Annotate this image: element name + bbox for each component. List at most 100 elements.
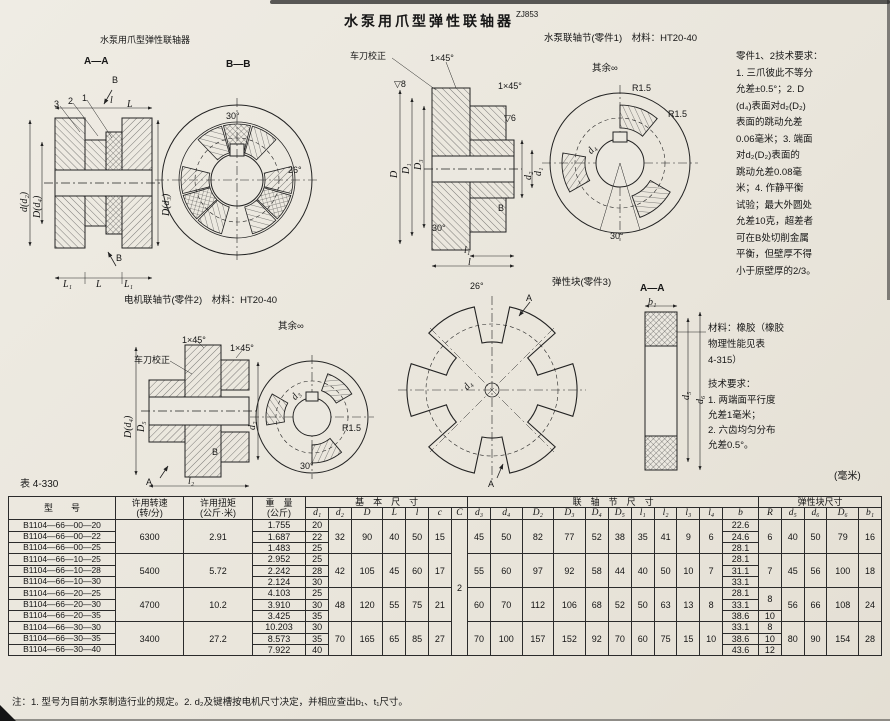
table-cell: 55: [382, 587, 407, 623]
table-cell: 6: [699, 519, 724, 555]
table-footnote: 注：1. 型号为目前水泵制造行业的规定。2. d₂及键槽按电机尺寸决定，并相应查…: [12, 697, 408, 708]
table-cell: 44: [607, 553, 632, 589]
column-header: 联 轴 节 尺 寸: [467, 495, 760, 509]
table-cell: 9: [676, 519, 701, 555]
radius-label-r15: R1.5: [342, 423, 362, 433]
column-header: d₆: [803, 507, 828, 521]
part1-section-drawing: [391, 57, 534, 268]
table-cell: 70: [328, 621, 352, 657]
column-header: l₂: [653, 507, 678, 521]
table-cell: 2.124: [251, 575, 307, 589]
table-cell: 10.203: [251, 621, 307, 634]
caption-part1: 水泵联轴节(零件1) 材料：HT20-40: [544, 33, 698, 44]
units-label: (毫米): [834, 471, 861, 482]
table-cell: B1104—66—00—22: [8, 530, 116, 543]
table-cell: 40: [382, 519, 407, 555]
table-cell: 8: [758, 587, 782, 612]
section-label-aa-block: A—A: [640, 283, 665, 294]
table-cell: 92: [584, 621, 609, 657]
table-cell: 28.1: [722, 553, 760, 566]
view-arrow-label-a-top: A: [526, 293, 533, 303]
table-cell: B1104—66—30—30: [8, 621, 116, 634]
table-cell: 52: [584, 519, 609, 555]
assembly-section-drawing: [28, 89, 162, 284]
dim-label-l2: l₂: [188, 476, 195, 487]
page-title: 水泵用爪型弹性联轴器: [344, 13, 514, 29]
table-cell: 7: [758, 553, 782, 589]
tech-requirements-line: 允差1毫米；: [708, 410, 761, 421]
table-cell: B1104—66—20—30: [8, 598, 116, 612]
chamfer-label: 1×45°: [230, 343, 254, 353]
table-cell: 25: [305, 587, 329, 600]
spec-table: 型 号许用转速 (转/分)许用扭矩 (公斤·米)重 量 (公斤)基 本 尺 寸联…: [8, 495, 882, 657]
tech-requirements-line: (d₄)表面对d₂(D₂): [736, 101, 806, 112]
scan-artifact: [887, 0, 890, 300]
material-note-line: 4-315）: [708, 355, 742, 366]
surface-finish-mark-6: ▽6: [504, 113, 516, 123]
table-cell: 108: [826, 587, 860, 623]
table-cell: 40: [305, 644, 329, 657]
surface-finish-mark-8: ▽8: [394, 79, 406, 89]
column-header: D₅: [607, 507, 632, 521]
table-cell: 45: [780, 553, 805, 589]
table-cell: 79: [826, 519, 860, 555]
table-cell: 21: [427, 587, 452, 623]
scan-artifact: [270, 0, 890, 4]
table-cell: 63: [653, 587, 678, 623]
spec-table-wrap: 型 号许用转速 (转/分)许用扭矩 (公斤·米)重 量 (公斤)基 本 尺 寸联…: [8, 495, 882, 657]
table-cell: 50: [630, 587, 655, 623]
tech-requirements-line: 表面的跳动允差: [736, 117, 803, 128]
column-header: 重 量 (公斤): [251, 495, 307, 521]
table-cell: 16: [858, 519, 882, 555]
tech-requirements-line: 小于原壁厚的2/3。: [736, 266, 816, 277]
table-cell: 8: [699, 587, 724, 623]
table-cell: 1.755: [251, 519, 307, 532]
table-cell: 28: [305, 564, 329, 577]
caption-assembly: 水泵用爪型弹性联轴器: [100, 35, 191, 45]
table-cell: 35: [305, 610, 329, 623]
caption-part3: 弹性块(零件3): [552, 277, 612, 288]
table-cell: 18: [858, 553, 882, 589]
table-cell: 8: [758, 621, 782, 634]
table-cell: 66: [803, 587, 828, 623]
table-cell: 25: [305, 541, 329, 555]
dim-label-D5: D₅: [136, 421, 147, 432]
table-cell: 28: [858, 621, 882, 657]
dim-label-L: L: [127, 99, 133, 110]
table-cell: 10: [758, 632, 782, 646]
table-cell: 6: [758, 519, 782, 555]
dim-label-D: D: [389, 170, 400, 178]
table-cell: 15: [427, 519, 452, 555]
table-cell: B1104—66—10—28: [8, 564, 116, 577]
table-cell: 5.72: [183, 553, 253, 589]
table-cell: 80: [780, 621, 805, 657]
table-cell: 70: [467, 621, 491, 657]
table-cell: 41: [653, 519, 678, 555]
section-label-bb: B—B: [226, 59, 251, 70]
table-cell: 68: [584, 587, 609, 623]
surface-mark-B: B: [212, 447, 219, 457]
table-cell: 10: [758, 610, 782, 623]
column-header: l₁: [630, 507, 655, 521]
part2-section-drawing: [134, 339, 260, 488]
table-cell: 1.483: [251, 541, 307, 555]
tech-requirements-line: 0.06毫米；3. 端面: [736, 134, 813, 145]
table-cell: 38.6: [722, 632, 760, 646]
table-cell: 90: [803, 621, 828, 657]
table-cell: 28.1: [722, 541, 760, 555]
table-cell: 157: [521, 621, 555, 657]
table-cell: 50: [489, 519, 523, 555]
tech-requirements-line: 可在B处切削金属: [736, 233, 809, 244]
tech-requirements-line: 2. 六齿均匀分布: [708, 425, 776, 436]
table-cell: 33.1: [722, 575, 760, 589]
scan-artifact: [0, 705, 16, 721]
table-cell: 58: [584, 553, 609, 589]
table-cell: B1104—66—20—25: [8, 587, 116, 600]
table-cell: 70: [607, 621, 632, 657]
elastic-block-section-drawing: [644, 304, 706, 471]
dim-label-Dd4: D(d₄): [123, 415, 134, 438]
